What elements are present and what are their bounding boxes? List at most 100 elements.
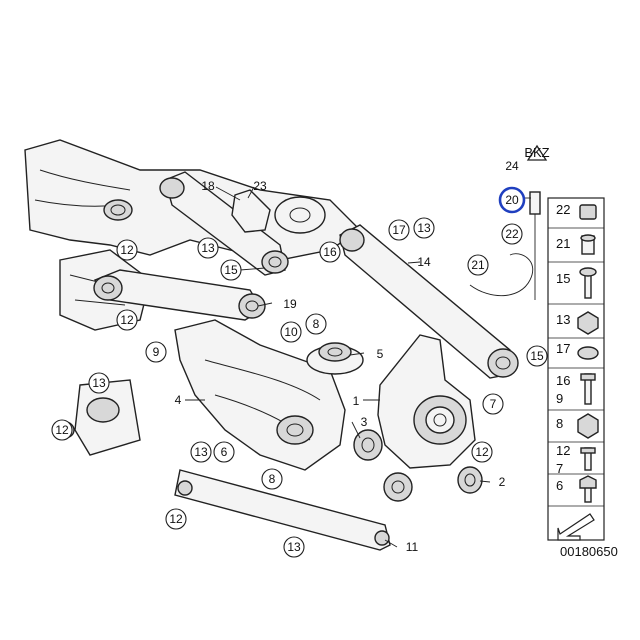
callout-5: 5 bbox=[377, 347, 384, 361]
callout-label: 13 bbox=[417, 221, 431, 235]
callout-13: 13 bbox=[190, 441, 212, 463]
callout-8: 8 bbox=[305, 313, 327, 335]
lateral-link bbox=[93, 269, 266, 321]
callout-circle bbox=[388, 219, 410, 241]
warning-text: BKZ bbox=[524, 145, 549, 160]
lower-trailing-arm bbox=[174, 319, 346, 471]
callout-circle bbox=[190, 441, 212, 463]
callout-circle bbox=[165, 508, 187, 530]
upper-arm-right bbox=[339, 224, 519, 379]
upper-control-arm bbox=[159, 171, 289, 276]
callout-12: 12 bbox=[116, 239, 138, 261]
bushing-lower bbox=[383, 466, 483, 502]
legend-label-12: 12 bbox=[556, 443, 570, 458]
callout-18: 18 bbox=[201, 179, 215, 193]
callout-label: 17 bbox=[392, 223, 406, 237]
callout-circle bbox=[280, 321, 302, 343]
bushing-3 bbox=[353, 429, 383, 461]
legend-label-7: 7 bbox=[556, 461, 563, 476]
mount-bracket bbox=[231, 189, 326, 234]
callout-label: 8 bbox=[269, 472, 276, 486]
callout-15: 15 bbox=[220, 259, 242, 281]
legend-label-15: 15 bbox=[556, 271, 570, 286]
callout-circle bbox=[145, 341, 167, 363]
callout-label: 13 bbox=[201, 241, 215, 255]
callout-20-highlighted: 20 bbox=[498, 186, 526, 214]
callout-15: 15 bbox=[526, 345, 548, 367]
callout-label: 15 bbox=[224, 263, 238, 277]
callout-3: 3 bbox=[361, 415, 368, 429]
callout-label: 12 bbox=[169, 512, 183, 526]
callout-circle bbox=[467, 254, 489, 276]
callout-6: 6 bbox=[213, 441, 235, 463]
callout-circle bbox=[261, 468, 283, 490]
callout-11: 11 bbox=[406, 540, 419, 554]
callout-circle bbox=[471, 441, 493, 463]
callout-label: 22 bbox=[505, 227, 519, 241]
callout-label: 20 bbox=[505, 193, 519, 207]
callout-circle bbox=[501, 223, 523, 245]
warning-triangle: BKZ bbox=[524, 144, 550, 161]
callout-13: 13 bbox=[283, 536, 305, 558]
callout-label: 16 bbox=[323, 245, 337, 259]
callout-circle bbox=[526, 345, 548, 367]
legend-label-16: 16 bbox=[556, 373, 570, 388]
callout-label: 8 bbox=[313, 317, 320, 331]
spring-seat bbox=[306, 342, 364, 375]
rear-mount bbox=[55, 379, 141, 456]
callout-label: 7 bbox=[490, 397, 497, 411]
wheel-carrier bbox=[377, 334, 476, 469]
callout-22: 22 bbox=[501, 223, 523, 245]
callout-label: 10 bbox=[284, 325, 298, 339]
callout-circle bbox=[51, 419, 73, 441]
callout-circle bbox=[197, 237, 219, 259]
callout-12: 12 bbox=[471, 441, 493, 463]
callout-label: 12 bbox=[475, 445, 489, 459]
callout-21: 21 bbox=[467, 254, 489, 276]
callout-circle bbox=[88, 372, 110, 394]
callout-label: 13 bbox=[287, 540, 301, 554]
legend-label-17: 17 bbox=[556, 341, 570, 356]
callout-label: 12 bbox=[120, 243, 134, 257]
callout-circle bbox=[213, 441, 235, 463]
callout-label: 12 bbox=[120, 313, 134, 327]
sensor-cable bbox=[469, 191, 541, 300]
callout-circle bbox=[498, 186, 526, 214]
legend-label-9: 9 bbox=[556, 391, 563, 406]
callout-circle bbox=[116, 309, 138, 331]
callout-1: 1 bbox=[353, 394, 360, 408]
callout-4: 4 bbox=[175, 393, 182, 407]
callout-label: 6 bbox=[221, 445, 228, 459]
callout-12: 12 bbox=[116, 309, 138, 331]
catalog-number: 00180650 bbox=[560, 544, 618, 559]
fastener-legend: 22 21 15 13 17 16 9 8 12 7 6 bbox=[547, 197, 605, 541]
callout-label: 21 bbox=[471, 258, 485, 272]
callout-label: 13 bbox=[92, 376, 106, 390]
callout-8: 8 bbox=[261, 468, 283, 490]
callout-label: 13 bbox=[194, 445, 208, 459]
callout-circle bbox=[413, 217, 435, 239]
legend-label-8: 8 bbox=[556, 416, 563, 431]
callout-circle bbox=[482, 393, 504, 415]
callout-circle bbox=[305, 313, 327, 335]
callout-10: 10 bbox=[280, 321, 302, 343]
callout-16: 16 bbox=[319, 241, 341, 263]
callout-2: 2 bbox=[499, 475, 506, 489]
callout-circle bbox=[319, 241, 341, 263]
toe-link bbox=[174, 469, 391, 551]
callout-circle bbox=[283, 536, 305, 558]
legend-label-6: 6 bbox=[556, 478, 563, 493]
callout-7: 7 bbox=[482, 393, 504, 415]
callout-12: 12 bbox=[51, 419, 73, 441]
callout-23: 23 bbox=[253, 179, 267, 193]
callout-14: 14 bbox=[417, 255, 431, 269]
callout-label: 9 bbox=[153, 345, 160, 359]
legend-label-21: 21 bbox=[556, 236, 570, 251]
callout-13: 13 bbox=[197, 237, 219, 259]
callout-13: 13 bbox=[88, 372, 110, 394]
leader-lines bbox=[185, 186, 531, 548]
callout-circle bbox=[220, 259, 242, 281]
callout-circle bbox=[116, 239, 138, 261]
